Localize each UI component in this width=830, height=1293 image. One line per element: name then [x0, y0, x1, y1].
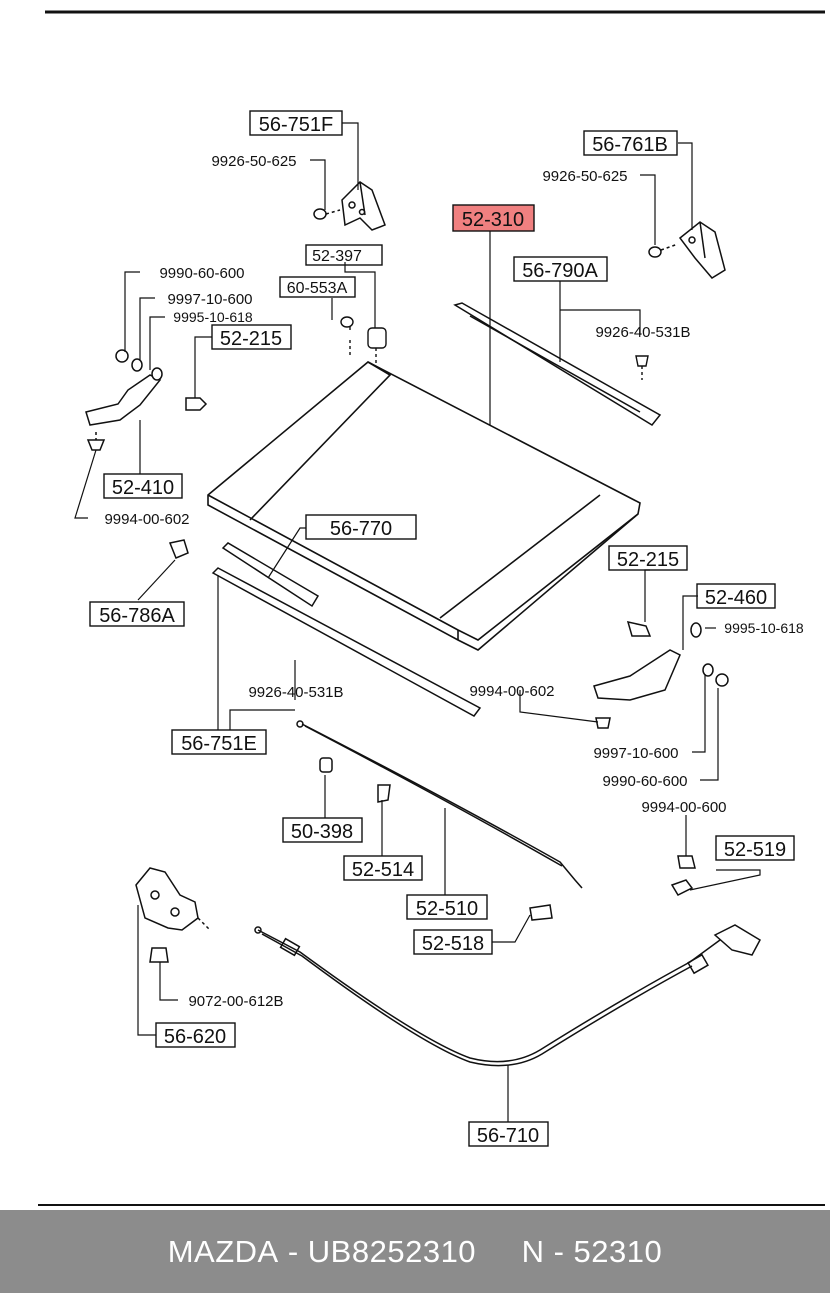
weatherstrip-front — [211, 567, 482, 717]
callout-56-790A: 56-790A — [522, 260, 598, 282]
callout-9997-10-600-right: 9997-10-600 — [593, 745, 678, 762]
hinge-left — [313, 181, 386, 231]
footer-bar: MAZDA - UB8252310 N - 52310 — [0, 1210, 830, 1293]
callout-9994-00-602-right: 9994-00-602 — [469, 683, 554, 700]
release-cable — [254, 924, 761, 1067]
hinge-right — [648, 221, 726, 279]
footer-brand: MAZDA — [167, 1233, 279, 1269]
callout-52-519: 52-519 — [724, 839, 786, 861]
callout-9994-00-602-left: 9994-00-602 — [104, 511, 189, 528]
callout-56-710: 56-710 — [477, 1125, 539, 1147]
hood-lock — [135, 867, 211, 963]
release-rod — [296, 720, 696, 921]
footer-gap — [476, 1234, 522, 1270]
callout-52-310-highlighted: 52-310 — [462, 209, 524, 231]
callout-56-620: 56-620 — [164, 1026, 226, 1048]
callout-9926-50-625-left: 9926-50-625 — [211, 153, 296, 170]
callout-52-518: 52-518 — [422, 933, 484, 955]
callout-56-786A: 56-786A — [99, 605, 175, 627]
callout-52-460: 52-460 — [705, 587, 767, 609]
footer-sep: - — [278, 1233, 308, 1269]
callout-9990-60-600-right: 9990-60-600 — [602, 773, 687, 790]
leader-lines — [74, 122, 761, 1122]
cap-part — [168, 539, 189, 559]
callout-52-397: 52-397 — [312, 248, 362, 265]
callout-52-215-left: 52-215 — [220, 328, 282, 350]
footer-part-number: UB8252310 — [307, 1233, 477, 1269]
callout-50-398: 50-398 — [291, 821, 353, 843]
callout-9994-00-600: 9994-00-600 — [641, 799, 726, 816]
callout-boxes — [89, 110, 795, 1147]
callout-56-751F: 56-751F — [259, 114, 334, 136]
clip-right — [635, 355, 649, 380]
weatherstrip-rear — [453, 302, 662, 426]
callout-9995-10-618-left: 9995-10-618 — [173, 309, 253, 325]
callout-9926-50-625-right: 9926-50-625 — [542, 168, 627, 185]
parts-diagram: 56-751F 9926-50-625 52-397 60-553A 56-76… — [38, 10, 825, 1206]
callout-9995-10-618-right: 9995-10-618 — [724, 620, 804, 636]
bracket-left — [85, 349, 208, 451]
callout-56-761B: 56-761B — [592, 134, 668, 156]
hood-panel — [207, 361, 641, 651]
callout-52-514: 52-514 — [352, 859, 414, 881]
callout-9997-10-600-left: 9997-10-600 — [167, 291, 252, 308]
footer-ref: N - 52310 — [521, 1233, 663, 1269]
callout-9990-60-600-left: 9990-60-600 — [159, 265, 244, 282]
callout-56-770: 56-770 — [330, 518, 392, 540]
callout-9926-40-531B-left: 9926-40-531B — [248, 684, 343, 701]
callout-52-410: 52-410 — [112, 477, 174, 499]
stay-clip — [340, 316, 387, 365]
callout-52-510: 52-510 — [416, 898, 478, 920]
callout-52-215-right: 52-215 — [617, 549, 679, 571]
callout-56-751E: 56-751E — [181, 733, 257, 755]
callout-9072-00-612B: 9072-00-612B — [188, 993, 283, 1010]
callout-60-553A: 60-553A — [287, 280, 348, 297]
bracket-right — [593, 620, 729, 729]
callout-9926-40-531B-right: 9926-40-531B — [595, 324, 690, 341]
